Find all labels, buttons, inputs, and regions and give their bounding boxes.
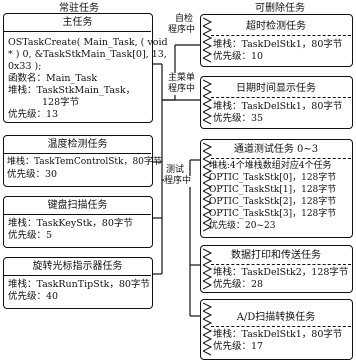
- comm-test-task-line: 堆栈:4个堆栈数组对应4个任务: [209, 161, 332, 171]
- encoder-task-title: 旋转光标指示器任务: [32, 261, 123, 272]
- keyboard-task-line: 优先级：5: [8, 230, 53, 241]
- timeout-task-line: 堆栈：TaskDelStk1，80字节: [213, 39, 343, 50]
- print-task-line: 堆栈：TaskDelStk2，128字节: [213, 267, 349, 278]
- divider: [211, 264, 351, 265]
- test-label-1: 测试: [166, 165, 185, 176]
- stack-zigzag-icon: [203, 142, 213, 232]
- main-task-line: 堆栈：TaskStkMain_Task，: [8, 85, 136, 96]
- divider: [4, 31, 151, 32]
- encoder-task-line: 优先级：40: [8, 291, 59, 302]
- timeout-task-title: 超时检测任务: [246, 21, 306, 32]
- print-task-title: 数据打印和传送任务: [231, 250, 321, 261]
- temp-task-line: 堆栈：TaskTemControlStk，80字节: [7, 157, 162, 167]
- keyboard-task-title: 键盘扫描任务: [47, 200, 108, 211]
- main-task-line: 128字节: [42, 97, 80, 108]
- datetime-task-box: 日期时间显示任务 堆栈：TaskDelStk1，80字节 优先级：35: [200, 76, 353, 129]
- deletable-header: 可删除任务: [255, 3, 305, 14]
- adc-task-box: A/D扫描转换任务 堆栈：TaskDelStk1，80字节 优先级：17: [200, 299, 353, 360]
- main-task-line: 0x33 );: [8, 61, 42, 72]
- print-task-line: 优先级：28: [213, 279, 264, 290]
- keyboard-task-line: 堆栈：TaskKeyStk，80字节: [8, 218, 133, 229]
- comm-test-task-line: 优先级：20~23: [209, 221, 276, 231]
- timeout-task-line: 优先级：10: [213, 51, 264, 62]
- self-check-label-1: 自检: [175, 14, 194, 25]
- test-label-2: 程序中: [164, 176, 192, 187]
- main-menu-label-2: 程序中: [168, 84, 196, 95]
- stack-zigzag-icon: [203, 79, 213, 125]
- comm-test-task-line: OPTIC_TaskStk[2]，128字节: [209, 197, 337, 207]
- comm-test-task-box: 通道测试任务 0~3 堆栈:4个堆栈数组对应4个任务 OPTIC_TaskStk…: [200, 139, 353, 238]
- main-task-line: * ) 0, &TaskStkMain_Task[0], 13,: [8, 49, 167, 60]
- stack-zigzag-icon: [203, 17, 213, 63]
- adc-task-line: 优先级：17: [213, 341, 264, 352]
- divider: [211, 35, 351, 36]
- datetime-task-title: 日期时间显示任务: [236, 83, 316, 94]
- encoder-task-box: 旋转光标指示器任务 堆栈：TaskRunTipStk，80字节 优先级：40: [3, 257, 153, 309]
- main-task-title: 主任务: [62, 17, 93, 28]
- main-task-line: OSTaskCreate( Main_Task, ( void: [8, 37, 168, 48]
- divider: [211, 326, 351, 327]
- stack-zigzag-icon: [203, 248, 213, 290]
- comm-test-task-line: OPTIC_TaskStk[0]，128字节: [209, 173, 337, 183]
- divider: [4, 214, 151, 215]
- divider: [211, 97, 351, 98]
- datetime-task-line: 优先级：35: [213, 113, 264, 124]
- comm-test-task-line: OPTIC_TaskStk[1]，128字节: [209, 185, 337, 195]
- datetime-task-line: 堆栈：TaskDelStk1，80字节: [213, 101, 343, 112]
- stack-zigzag-icon: [203, 302, 213, 356]
- main-task-line: 优先级：13: [8, 109, 59, 120]
- keyboard-task-box: 键盘扫描任务 堆栈：TaskKeyStk，80字节 优先级：5: [3, 196, 153, 248]
- adc-task-title: A/D扫描转换任务: [236, 312, 316, 323]
- temp-task-line: 优先级：30: [7, 169, 58, 180]
- self-check-label-2: 程序中: [168, 25, 196, 36]
- encoder-task-line: 堆栈：TaskRunTipStk，80字节: [8, 279, 150, 290]
- comm-test-task-title: 通道测试任务 0~3: [233, 144, 319, 155]
- temp-task-box: 温度检测任务 堆栈：TaskTemControlStk，80字节 优先级：30: [3, 135, 162, 187]
- divider: [211, 158, 351, 159]
- print-task-box: 数据打印和传送任务 堆栈：TaskDelStk2，128字节 优先级：28: [200, 245, 353, 293]
- timeout-task-box: 超时检测任务 堆栈：TaskDelStk1，80字节 优先级：10: [200, 14, 353, 67]
- adc-task-line: 堆栈：TaskDelStk1，80字节: [213, 329, 343, 340]
- divider: [4, 275, 151, 276]
- comm-test-task-line: OPTIC_TaskStk[3]，128字节: [209, 209, 337, 219]
- divider: [4, 153, 151, 154]
- temp-task-title: 温度检测任务: [47, 139, 108, 150]
- main-task-line: 函数名：Main_Task: [8, 73, 98, 84]
- main-task-box: 主任务 OSTaskCreate( Main_Task, ( void * ) …: [3, 13, 168, 123]
- main-menu-label-1: 主菜单: [168, 73, 196, 84]
- resident-header: 常驻任务: [59, 3, 99, 14]
